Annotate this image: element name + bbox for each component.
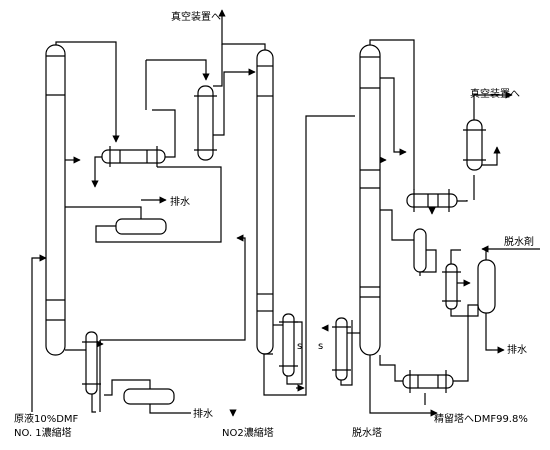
product-label: 精留塔へDMF99.8% [434, 412, 528, 425]
reboiler-col1 [82, 331, 101, 395]
column-dehydration [359, 44, 381, 356]
vacuum-top-label: 真空装置へ [171, 10, 221, 23]
column-no2-label: NO2濃縮塔 [222, 426, 274, 439]
decanter-col1 [115, 218, 167, 235]
steam-label-1: s [297, 341, 302, 352]
col1-vapor-line [55, 41, 120, 143]
column-no2 [256, 49, 274, 355]
condenser-col2 [194, 85, 217, 161]
agent-exchanger [442, 263, 461, 310]
drain-lower-label: 排水 [193, 407, 213, 420]
drain-right-label: 排水 [507, 343, 527, 356]
reboiler-dehydration [332, 317, 351, 381]
decanter-dehydration [413, 228, 427, 273]
drain-upper-label: 排水 [170, 195, 190, 208]
bottom-exchanger-dehydration [402, 370, 454, 393]
vacuum-condenser [463, 119, 486, 171]
steam-label-2: s [318, 341, 323, 352]
column-dehydration-label: 脱水塔 [352, 426, 382, 439]
feed-line [31, 254, 47, 412]
column-no1 [45, 44, 66, 356]
reboiler-col2 [279, 313, 298, 377]
column-no1-label: NO. 1濃縮塔 [14, 426, 72, 439]
bottom-drum [123, 388, 175, 405]
dehydrating-agent-label: 脱水剤 [504, 235, 534, 248]
agent-tank [477, 259, 496, 314]
vacuum-right-label: 真空装置へ [470, 87, 520, 100]
feed-label: 原液10%DMF [14, 412, 79, 425]
condenser-col1 [101, 146, 166, 167]
